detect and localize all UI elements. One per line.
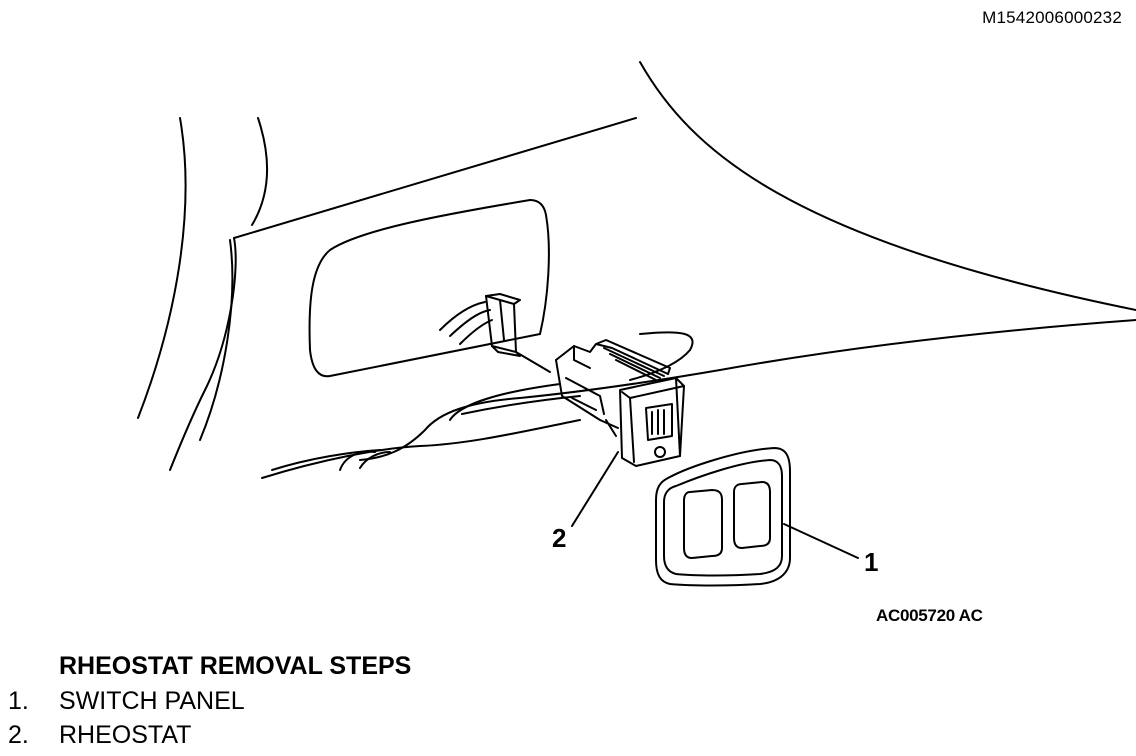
switch-panel-part: [655, 447, 791, 587]
step-number: 1.: [8, 687, 29, 715]
step-number: 2.: [8, 721, 29, 749]
list-item: 1. SWITCH PANEL: [8, 684, 245, 718]
steps-list: 1. SWITCH PANEL 2. RHEOSTAT: [8, 684, 245, 752]
figure-code: AC005720 AC: [876, 606, 983, 625]
rheostat-part: [555, 339, 685, 467]
steps-title: RHEOSTAT REMOVAL STEPS: [59, 652, 412, 680]
list-item: 2. RHEOSTAT: [8, 718, 245, 752]
callout-1-label: 1: [864, 547, 879, 577]
instrument-panel-outline: [137, 61, 1136, 479]
rheostat-removal-illustration: [137, 61, 1136, 587]
callout-2-label: 2: [552, 523, 567, 553]
step-label: RHEOSTAT: [59, 721, 192, 749]
harness-connector: [439, 293, 551, 373]
callout-2-leader: [571, 451, 619, 527]
document-id: M1542006000232: [982, 8, 1122, 27]
step-label: SWITCH PANEL: [59, 687, 245, 715]
callout-1-leader: [783, 523, 859, 559]
